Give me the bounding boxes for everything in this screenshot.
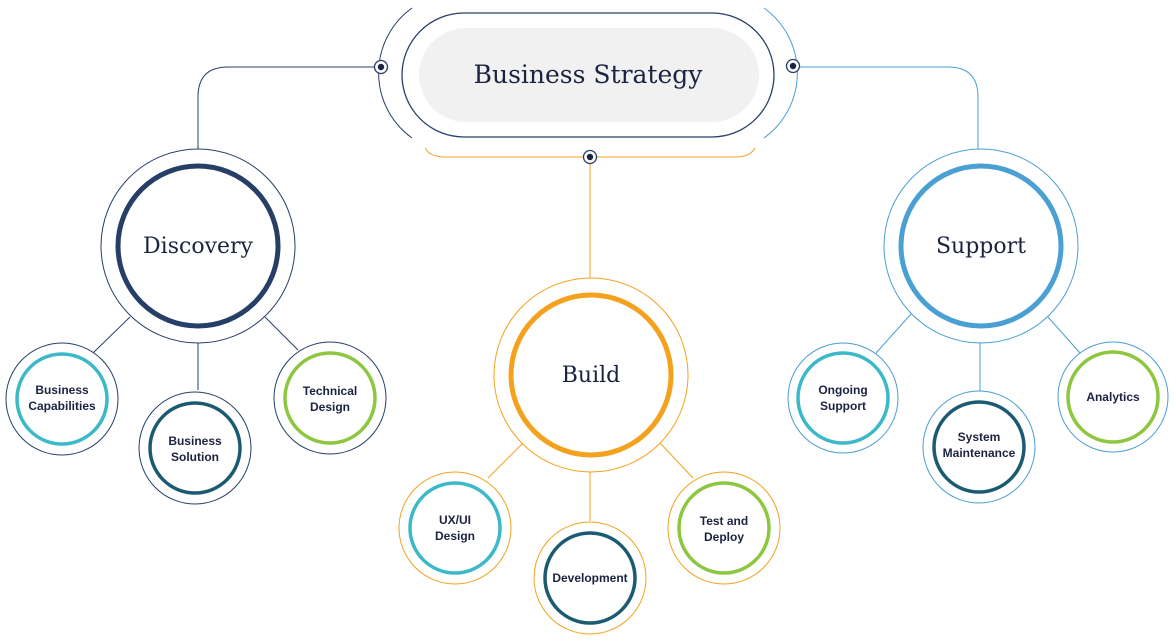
- build-label: Build: [562, 363, 621, 388]
- root-outer-arc-right: [763, 7, 798, 139]
- node-label-line: Test and: [700, 514, 748, 528]
- node-label-line: Development: [552, 571, 627, 585]
- discovery-ring: [115, 163, 281, 329]
- node-label-line: Technical: [303, 384, 357, 398]
- branch-support: Support Ongoing Support System Maintenan…: [787, 148, 1169, 504]
- node-label-line: Solution: [171, 450, 219, 464]
- node-label-line: System: [958, 430, 1001, 444]
- node-label-line: Capabilities: [28, 399, 96, 413]
- node-development: Development: [533, 521, 647, 635]
- connector-support: [793, 66, 979, 150]
- root-title: Business Strategy: [474, 60, 704, 89]
- node-technical-design: Technical Design: [273, 341, 387, 455]
- connector-discovery: [197, 66, 380, 150]
- node-label-line: Business: [35, 383, 89, 397]
- branch-build: Build UX/UI Design Development Test and …: [398, 277, 781, 635]
- dot-bottom-core: [586, 153, 594, 161]
- build-ring: [508, 292, 674, 458]
- node-ongoing-support: Ongoing Support: [787, 342, 899, 454]
- link-support-3: [1047, 316, 1081, 354]
- branch-discovery: Discovery Business Capabilities Business…: [5, 148, 387, 505]
- node-analytics: Analytics: [1057, 341, 1169, 453]
- dot-left-core: [377, 63, 385, 71]
- node-label-line: Design: [435, 529, 475, 543]
- node-label-line: Support: [820, 399, 866, 413]
- node-label-line: Deploy: [704, 530, 744, 544]
- link-support-1: [875, 312, 913, 354]
- node-label-line: Analytics: [1086, 390, 1140, 404]
- node-label-line: Ongoing: [818, 383, 867, 397]
- connectors: [92, 66, 1081, 521]
- discovery-label: Discovery: [143, 234, 253, 259]
- node-label-line: Maintenance: [943, 446, 1016, 460]
- link-discovery-3: [264, 316, 299, 351]
- node-test-and-deploy: Test and Deploy: [667, 471, 781, 585]
- node-business-solution: Business Solution: [138, 391, 252, 505]
- node-label-line: Business: [168, 434, 222, 448]
- node-label-line: UX/UI: [439, 513, 471, 527]
- link-build-3: [659, 442, 694, 479]
- root-node: Business Strategy: [373, 7, 801, 165]
- link-discovery-1: [92, 316, 131, 354]
- support-label: Support: [936, 234, 1026, 259]
- dot-right-core: [789, 62, 797, 70]
- node-ux-ui-design: UX/UI Design: [398, 471, 512, 585]
- node-system-maintenance: System Maintenance: [922, 390, 1036, 504]
- node-label-line: Design: [310, 400, 350, 414]
- support-ring: [898, 163, 1064, 329]
- link-build-1: [487, 442, 524, 479]
- node-business-capabilities: Business Capabilities: [5, 342, 119, 456]
- root-pill: [419, 28, 759, 122]
